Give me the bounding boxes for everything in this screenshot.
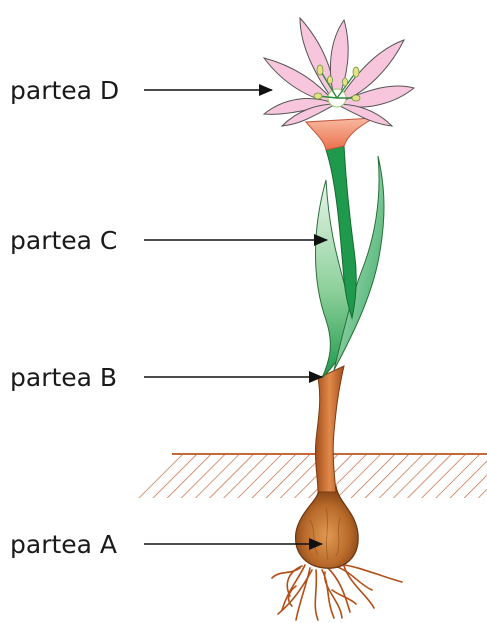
label-part-d: partea D — [10, 76, 119, 105]
flower-petals — [264, 18, 414, 126]
label-part-c: partea C — [10, 226, 117, 255]
soil-surface — [136, 454, 487, 498]
bulb — [296, 486, 359, 568]
flower-tube — [306, 118, 374, 150]
label-part-b: partea B — [10, 363, 117, 392]
roots — [272, 564, 402, 620]
label-part-a: partea A — [10, 530, 117, 559]
